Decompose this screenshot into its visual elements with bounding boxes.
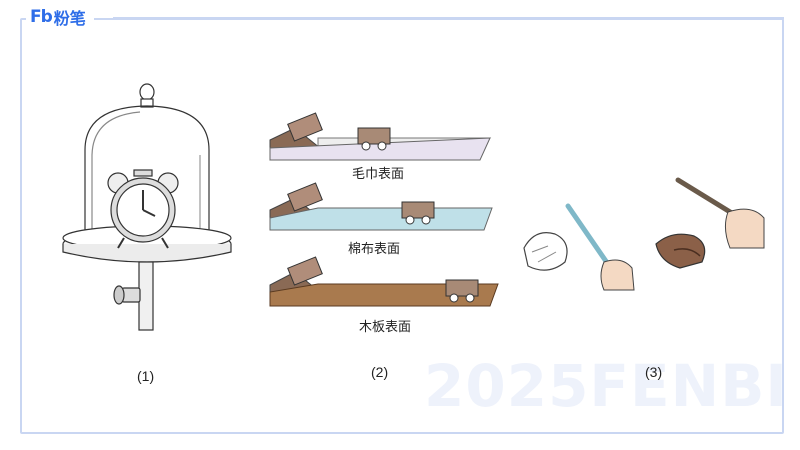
glass-rod-silk-illustration bbox=[523, 203, 635, 291]
content-frame bbox=[20, 18, 784, 434]
rubber-rod-fur-illustration bbox=[655, 177, 765, 269]
brand-logo: Fb 粉笔 bbox=[26, 6, 94, 28]
ramp-cotton bbox=[269, 182, 493, 231]
surface-label-towel: 毛巾表面 bbox=[352, 167, 405, 182]
watermark: 2025FENBI bbox=[424, 352, 788, 420]
figure-2-caption: (2) bbox=[371, 364, 389, 380]
brand-mark: Fb bbox=[30, 7, 53, 27]
figure-1-caption: (1) bbox=[137, 368, 155, 384]
brand-name: 粉笔 bbox=[53, 9, 86, 28]
surface-label-cotton: 棉布表面 bbox=[348, 242, 401, 257]
bell-jar-illustration bbox=[62, 83, 232, 331]
figure-3-caption: (3) bbox=[645, 364, 663, 380]
ramp-towel bbox=[269, 112, 492, 161]
ramp-wood bbox=[269, 256, 499, 307]
surface-label-wood: 木板表面 bbox=[359, 320, 412, 335]
header-rule bbox=[113, 17, 784, 19]
